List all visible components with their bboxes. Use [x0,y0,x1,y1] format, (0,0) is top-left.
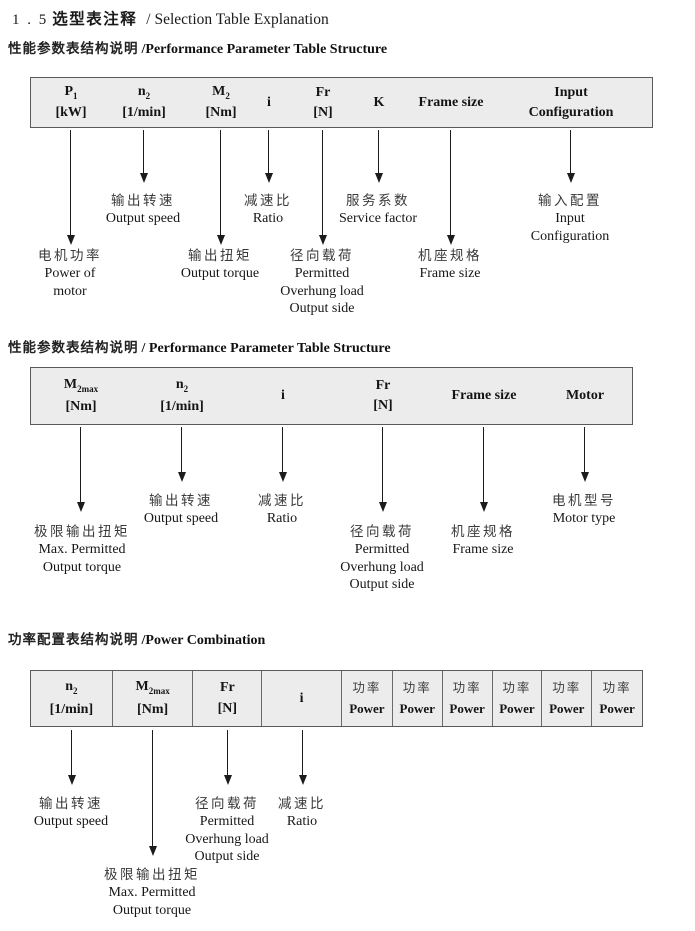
label-overhung-load: 径向载荷 Permitted Overhung load Output side [185,796,269,864]
column-n2: n2 [1/min] [160,377,204,414]
arrow-fr [378,427,387,512]
column-fr: Fr [N] [313,84,333,120]
column-fr: Fr [N] [193,671,263,726]
label-power-of-motor: 电机功率 Power of motor [38,248,102,299]
performance-table-2: M2max [Nm] n2 [1/min] i Fr [N] Frame siz… [30,367,633,425]
label-motor-type: 电机型号 Motor type [552,493,616,526]
power-combination-table: n2 [1/min] M2max [Nm] Fr [N] i 功率 Power … [30,670,643,727]
arrow-i [278,427,287,482]
column-p1: P1 [kW] [55,83,87,121]
column-frame-size: Frame size [451,388,517,403]
section-number: 1 . 5 [12,12,49,28]
section1-heading: 性能参数表结构说明/Performance Parameter Table St… [8,41,388,57]
column-i: i [281,388,285,403]
arrow-frame-size [446,130,455,245]
label-ratio: 减速比 Ratio [278,796,326,829]
page-title: 1 . 5 选型表注释 / Selection Table Explanatio… [12,7,329,29]
arrow-n2 [139,130,148,183]
column-m2: M2 [Nm] [205,83,237,121]
label-overhung-load: 径向载荷 Permitted Overhung load Output side [340,524,424,592]
column-power-6: 功率 Power [599,681,635,716]
column-k: K [373,94,385,110]
page-title-zh: 选型表注释 [52,11,138,28]
column-input-configuration: Input Configuration [528,84,614,120]
label-ratio: 减速比 Ratio [244,193,292,226]
label-frame-size: 机座规格 Frame size [451,524,515,557]
arrow-m2max [148,730,157,856]
arrow-n2 [67,730,76,785]
arrow-m2 [216,130,225,245]
label-ratio: 减速比 Ratio [258,493,306,526]
label-output-speed: 输出转速 Output speed [33,796,109,829]
label-output-torque: 输出扭矩 Output torque [180,248,260,281]
arrow-fr [223,730,232,785]
arrow-p1 [66,130,75,245]
label-frame-size: 机座规格 Frame size [418,248,482,281]
arrow-m2max [76,427,85,512]
column-power-1: 功率 Power [342,671,393,726]
column-fr: Fr [N] [373,378,393,413]
column-frame-size: Frame size [418,94,484,110]
arrow-motor [580,427,589,482]
column-power-4: 功率 Power [493,671,543,726]
arrow-frame-size [479,427,488,512]
label-max-output-torque: 极限输出扭矩 Max. Permitted Output torque [104,867,200,918]
arrow-input-configuration [566,130,575,183]
column-power-5: 功率 Power [542,671,593,726]
column-m2max: M2max [Nm] [63,377,99,414]
label-input-configuration: 输入配置 Input Configuration [530,193,610,244]
section3-heading: 功率配置表结构说明/Power Combination [8,632,266,648]
arrow-i [264,130,273,183]
column-n2: n2 [1/min] [31,671,113,726]
column-motor: Motor [565,388,605,403]
label-service-factor: 服务系数 Service factor [338,193,418,226]
label-max-output-torque: 极限输出扭矩 Max. Permitted Output torque [34,524,130,575]
performance-table-1: P1 [kW] n2 [1/min] M2 [Nm] i Fr [N] K Fr… [30,77,653,128]
arrow-n2 [177,427,186,482]
column-n2: n2 [1/min] [122,83,166,121]
arrow-k [374,130,383,183]
column-i: i [267,94,271,110]
column-power-2: 功率 Power [393,671,443,726]
arrow-i [298,730,307,785]
arrow-fr [318,130,327,245]
label-output-speed: 输出转速 Output speed [143,493,219,526]
page-title-en: / Selection Table Explanation [146,11,329,28]
label-overhung-load: 径向载荷 Permitted Overhung load Output side [280,248,364,316]
section2-heading: 性能参数表结构说明/ Performance Parameter Table S… [8,340,391,356]
column-power-3: 功率 Power [443,671,493,726]
label-output-speed: 输出转速 Output speed [105,193,181,226]
column-i: i [262,671,342,726]
column-m2max: M2max [Nm] [113,671,194,726]
